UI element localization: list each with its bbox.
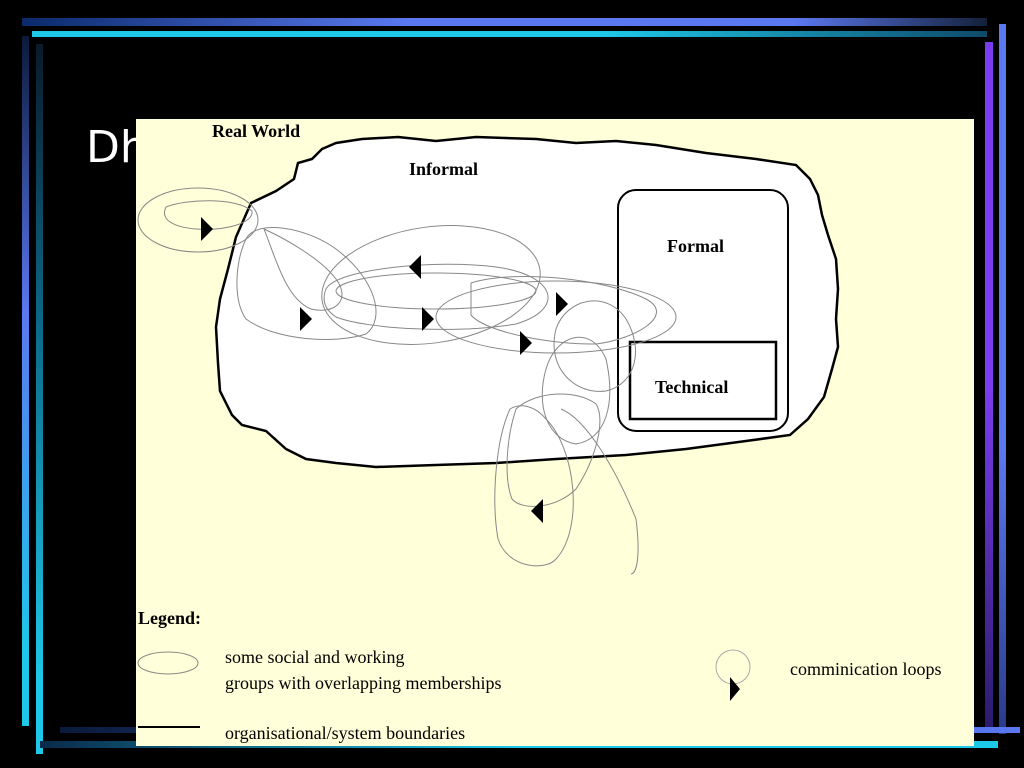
loop-arrow: [300, 307, 312, 331]
real-world-label: Real World: [212, 121, 301, 141]
legend-loops-text: comminication loops: [790, 659, 942, 679]
legend-loop-arrow: [730, 677, 740, 701]
group-loop: [553, 300, 637, 392]
legend-groups-line2: groups with overlapping memberships: [225, 673, 502, 693]
group-loop: [164, 200, 253, 230]
loop-arrow: [520, 331, 532, 355]
frame-left-inner-bar: [36, 44, 43, 754]
legend-boundaries-text: organisational/system boundaries: [225, 723, 466, 743]
diagram-canvas: [137, 135, 840, 728]
legend-heading: Legend:: [138, 608, 201, 628]
diagram-figure: Real World Informal Formal Technical Leg…: [136, 119, 974, 746]
informal-label: Informal: [409, 159, 478, 179]
group-ellipse: [335, 272, 537, 310]
legend-groups-line1: some social and working: [225, 647, 405, 667]
formal-label: Formal: [667, 236, 724, 256]
informal-boundary: [214, 135, 840, 469]
group-loop: [470, 276, 657, 345]
frame-right-inner-bar: [985, 42, 993, 732]
group-loop: [541, 336, 611, 445]
frame-top-inner-bar: [32, 31, 987, 37]
legend-loop-symbol: [715, 649, 751, 685]
group-loop: [263, 228, 343, 311]
legend-group-symbol: [137, 651, 199, 675]
group-ellipse: [137, 187, 259, 253]
loop-arrow: [531, 499, 543, 523]
frame-left-bar: [22, 36, 29, 726]
group-loop: [560, 408, 639, 575]
group-ellipse: [435, 280, 677, 354]
loop-arrow: [201, 217, 213, 241]
frame-top-bar: [22, 18, 987, 26]
technical-boundary: [628, 340, 778, 421]
social-groups: [137, 187, 677, 575]
technical-label: Technical: [655, 377, 729, 397]
loop-arrow: [409, 255, 421, 279]
communication-arrows: [201, 217, 568, 523]
group-loop: [236, 227, 377, 340]
group-ellipse: [321, 225, 541, 345]
loop-arrow: [422, 307, 434, 331]
loop-arrow: [556, 292, 568, 316]
group-loop: [494, 405, 574, 567]
group-loop: [506, 393, 601, 507]
frame-right-bar: [999, 24, 1006, 734]
